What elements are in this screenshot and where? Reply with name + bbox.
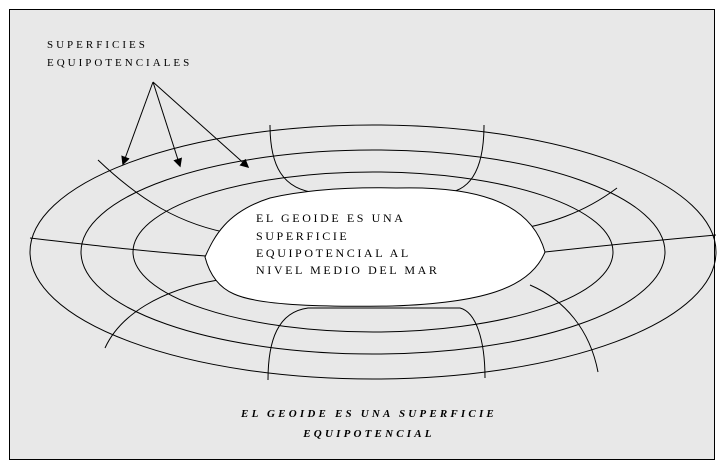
- field-line-lower-right: [529, 284, 599, 373]
- arrow-to-inner-surface: [152, 81, 250, 169]
- arrow-to-middle-surface: [152, 81, 182, 168]
- caption-line2: EQUIPOTENCIAL: [302, 428, 434, 440]
- surfaces-label-line2: EQUIPOTENCIALES: [47, 57, 192, 69]
- field-line-lower-left: [104, 279, 219, 349]
- equipotential-surface-outer: [29, 124, 717, 380]
- caption-line1: EL GEOIDE ES UNA SUPERFICIE: [240, 408, 497, 420]
- equipotential-surface-inner: [132, 171, 614, 333]
- equipotential-surface-middle: [80, 149, 666, 355]
- arrow-to-outer-surface: [121, 81, 154, 166]
- geoid-text-line4: NIVEL MEDIO DEL MAR: [256, 263, 440, 277]
- field-line-bottom: [267, 307, 486, 381]
- geoid-text-line1: EL GEOIDE ES UNA: [256, 211, 405, 225]
- field-line-right: [544, 234, 717, 253]
- label-arrows: [121, 81, 250, 169]
- geoid-shape: [204, 187, 546, 307]
- geoid-text-line3: EQUIPOTENCIAL AL: [256, 246, 411, 260]
- surfaces-label-line1: SUPERFICIES: [47, 39, 148, 51]
- geoid-text-line2: SUPERFICIE: [256, 229, 349, 243]
- field-line-upper-left: [97, 159, 235, 235]
- field-line-left: [29, 237, 207, 257]
- field-lines: [29, 124, 717, 381]
